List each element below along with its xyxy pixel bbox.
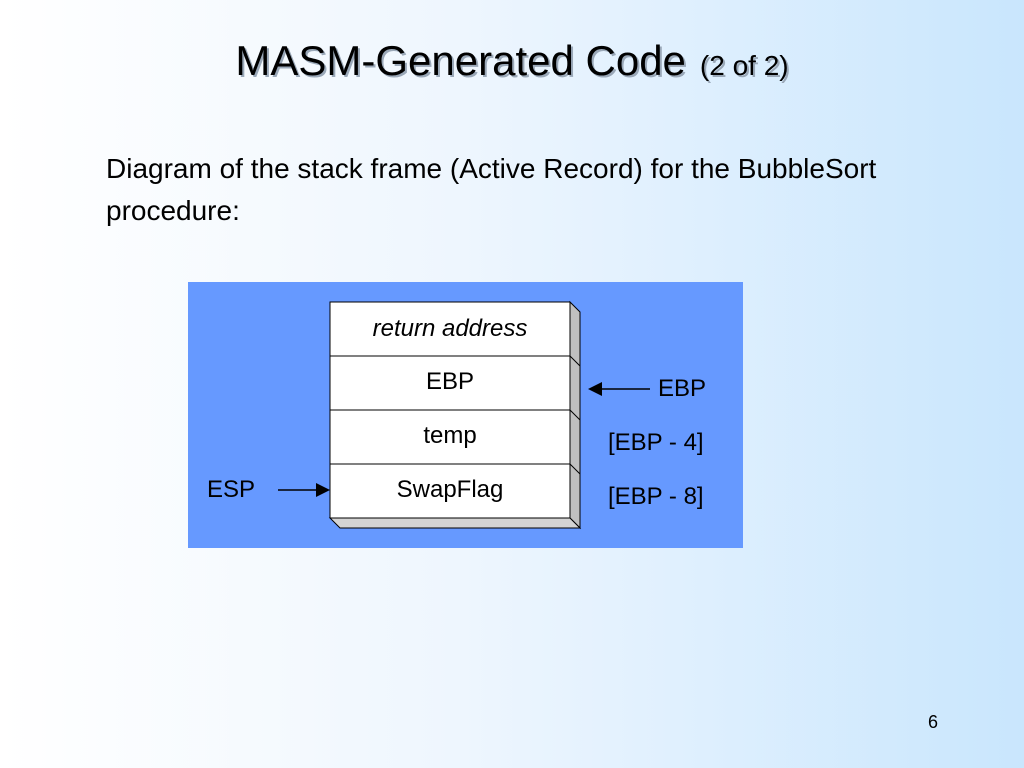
offset-label-ebp-minus-8: [EBP - 8] — [608, 483, 704, 510]
ebp-pointer-label: EBP — [658, 375, 707, 402]
stack-cell-temp — [329, 409, 571, 465]
stack-bottom-face — [328, 517, 582, 529]
slide-title-main: MASM-Generated Code — [235, 37, 686, 84]
cell-label-ebp: EBP — [425, 368, 475, 395]
cell-label-temp: temp — [423, 422, 477, 449]
cell-label-swapflag: SwapFlag — [396, 476, 504, 503]
side-divider — [569, 355, 581, 367]
side-divider — [569, 409, 581, 421]
page-number: 6 — [927, 712, 938, 732]
ebp-arrow-head — [588, 382, 602, 396]
stack-cell-swapflag — [329, 463, 571, 519]
stack-cell-ebp — [329, 355, 571, 411]
offset-label-ebp-minus-4: [EBP - 4] — [608, 429, 704, 456]
stack-frame-panel: return address EBP temp SwapFlag EBP [EB… — [188, 282, 743, 548]
slide-title: MASM-Generated Code (2 of 2) — [0, 36, 1024, 91]
esp-arrow-head — [316, 483, 330, 497]
intro-text: Diagram of the stack frame (Active Recor… — [106, 153, 877, 226]
side-divider — [569, 463, 581, 475]
cell-label-return-address: return address — [372, 315, 528, 342]
slide-title-suffix: (2 of 2) — [699, 50, 789, 81]
stack-frame-diagram — [278, 300, 650, 530]
esp-pointer-label: ESP — [207, 476, 256, 503]
